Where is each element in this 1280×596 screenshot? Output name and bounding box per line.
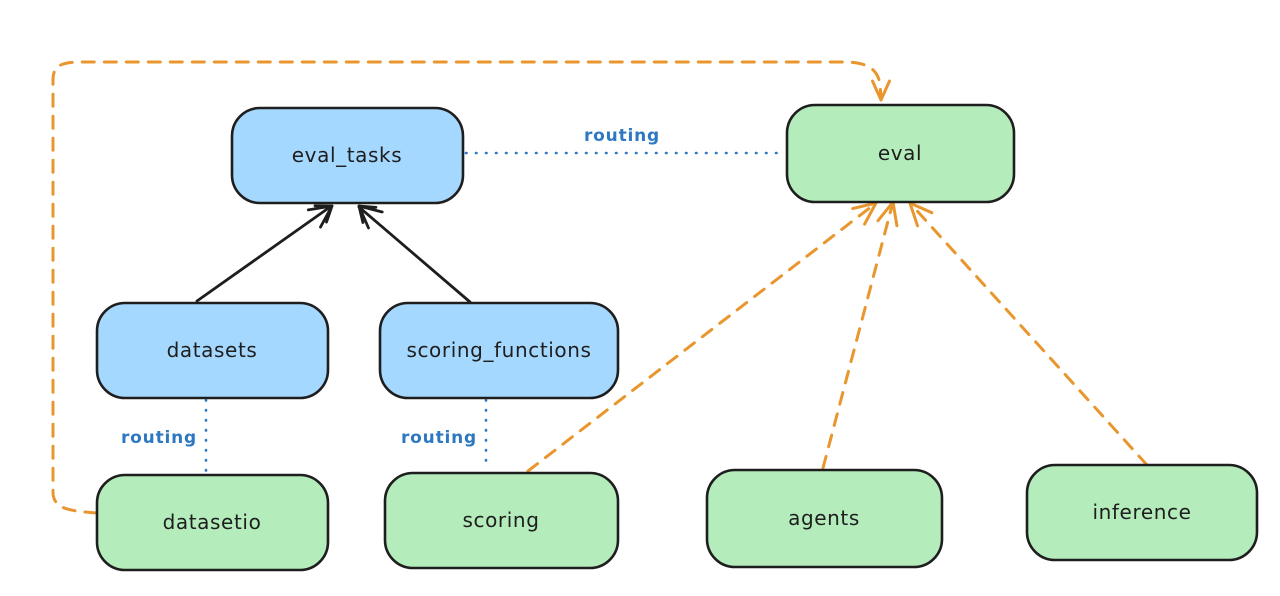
edge-scoring-functions-to-eval-tasks (357, 204, 472, 304)
routing-label-datasetio: routing (121, 428, 197, 448)
node-inference-label: inference (1092, 500, 1191, 524)
node-datasetio-label: datasetio (163, 510, 262, 534)
node-agents: agents (705, 468, 944, 569)
node-eval-label: eval (878, 141, 922, 165)
node-datasets-label: datasets (167, 338, 258, 362)
node-datasetio: datasetio (95, 473, 330, 572)
node-eval-tasks-label: eval_tasks (292, 143, 402, 167)
edge-datasets-to-eval-tasks (195, 204, 334, 303)
routing-label-scoring: routing (401, 428, 477, 448)
node-scoring: scoring (383, 471, 620, 570)
node-scoring-functions-label: scoring_functions (406, 338, 591, 362)
edge-datasetio-to-eval (51, 60, 891, 515)
node-scoring-functions: scoring_functions (378, 301, 620, 400)
edge-agents-to-eval (821, 200, 899, 470)
node-inference: inference (1025, 463, 1259, 562)
node-agents-label: agents (788, 506, 860, 530)
routing-label-top: routing (584, 126, 660, 146)
node-datasets: datasets (95, 301, 330, 400)
edge-inference-to-eval (908, 201, 1149, 467)
node-scoring-label: scoring (462, 508, 539, 532)
node-eval-tasks: eval_tasks (230, 106, 465, 205)
node-eval: eval (785, 103, 1016, 204)
